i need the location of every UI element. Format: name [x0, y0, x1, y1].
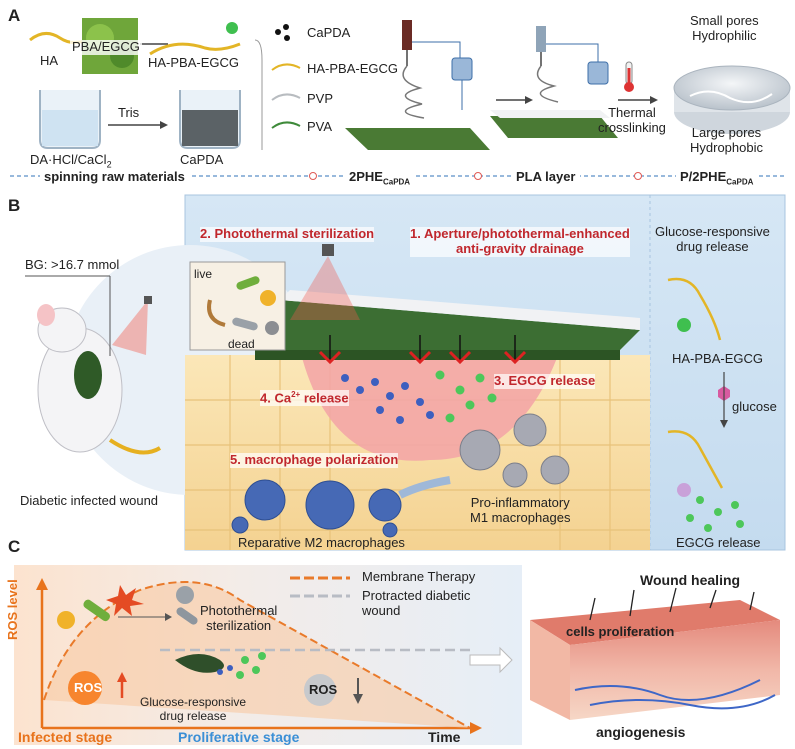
infected-stage-label: Infected stage: [18, 729, 113, 745]
step-raw-materials: spinning raw materials: [40, 169, 189, 185]
m1-macrophages: [459, 413, 570, 488]
legend-pva: PVA: [307, 119, 333, 134]
legend-pvp: PVP: [307, 91, 334, 106]
ha-label: HA: [40, 53, 59, 68]
step3-egcg: 3. EGCG release: [494, 373, 596, 389]
legend-membrane-therapy: Membrane Therapy: [362, 569, 476, 584]
large-pores-label: Large pores Hydrophobic: [690, 125, 763, 155]
dopamine-label: DA·HCl/CaCl2: [30, 152, 112, 170]
egcg-particles: [435, 370, 497, 423]
ha-pba-egcg-label: HA-PBA-EGCG: [148, 55, 240, 70]
step-2phe: 2PHECaPDA: [345, 169, 415, 187]
step1-drainage: 1. Aperture/photothermal-enhanced anti-g…: [410, 226, 630, 257]
electrospinning-setup-2: [490, 26, 618, 138]
m2-label: Reparative M2 macrophages: [238, 535, 405, 550]
wound-label: Diabetic infected wound: [20, 493, 159, 508]
membrane-therapy-curve: [44, 582, 470, 728]
m2-macrophages: [231, 479, 402, 538]
capda-label: CaPDA: [180, 152, 224, 167]
photothermal-label: Photothermal sterilization: [200, 603, 278, 633]
live-dead-inset: [189, 261, 286, 351]
legend-protracted: Protracted diabetic wound: [362, 588, 471, 618]
beaker-right: [179, 90, 241, 149]
ca-ions: [341, 374, 434, 424]
step2-sterilization: 2. Photothermal sterilization: [200, 226, 375, 242]
pba-egcg-label: PBA/EGCG: [70, 39, 142, 55]
side-ha-pba-egcg: HA-PBA-EGCG: [672, 351, 764, 366]
m1-label: Pro-inflammatory M1 macrophages: [470, 495, 571, 525]
time-axis-label: Time: [428, 729, 461, 745]
dead-label: dead: [228, 337, 255, 351]
small-pores-label: Small pores Hydrophilic: [690, 13, 759, 43]
step5-polarization: 5. macrophage polarization: [230, 452, 399, 468]
blood-glucose-label: BG: >16.7 mmol: [25, 257, 120, 272]
live-label: live: [194, 267, 213, 281]
legend-ha-pba-egcg: HA-PBA-EGCG: [307, 61, 399, 76]
membrane-layer: [255, 290, 640, 360]
panel-a-letter: A: [8, 6, 21, 25]
ros-low-badge: [304, 674, 336, 706]
ros-high-text: ROS: [74, 680, 103, 695]
thermometer-icon: [624, 61, 634, 92]
panel-b-letter: B: [8, 196, 21, 215]
step-p2phe: P/2PHECaPDA: [676, 169, 758, 187]
thermal-label: Thermal crosslinking: [598, 105, 666, 135]
healing-skin-block: [530, 587, 780, 720]
side-title: Glucose-responsive drug release: [655, 224, 770, 254]
tris-label: Tris: [118, 105, 140, 120]
ha-pba-egcg-chain: [149, 42, 241, 56]
laser-beam: [290, 244, 360, 320]
panel-c-letter: C: [8, 537, 21, 556]
wound-healing-label: Wound healing: [640, 572, 741, 588]
legend-capda: CaPDA: [307, 25, 351, 40]
cells-proliferation-label: cells proliferation: [566, 624, 675, 639]
proliferative-stage-label: Proliferative stage: [178, 729, 300, 745]
step-pla: PLA layer: [512, 169, 580, 185]
egcg-hexagon: [226, 22, 238, 34]
diabetic-mouse: [37, 296, 162, 455]
glucose-release-label: Glucose-responsive drug release: [140, 695, 247, 723]
step4-ca-release: 4. Ca2+ release: [260, 390, 349, 407]
side-egcg-release: EGCG release: [676, 535, 761, 550]
electrospinning-setup-1: [345, 20, 490, 150]
membrane-disc: [673, 65, 791, 134]
ros-high-badge: [68, 671, 102, 705]
explosion-icon: [106, 585, 144, 616]
ros-level-axis-label: ROS level: [5, 579, 20, 640]
side-glucose: glucose: [732, 399, 777, 414]
angiogenesis-label: angiogenesis: [596, 724, 686, 740]
beaker-left: [39, 90, 101, 149]
ros-low-text: ROS: [309, 682, 338, 697]
